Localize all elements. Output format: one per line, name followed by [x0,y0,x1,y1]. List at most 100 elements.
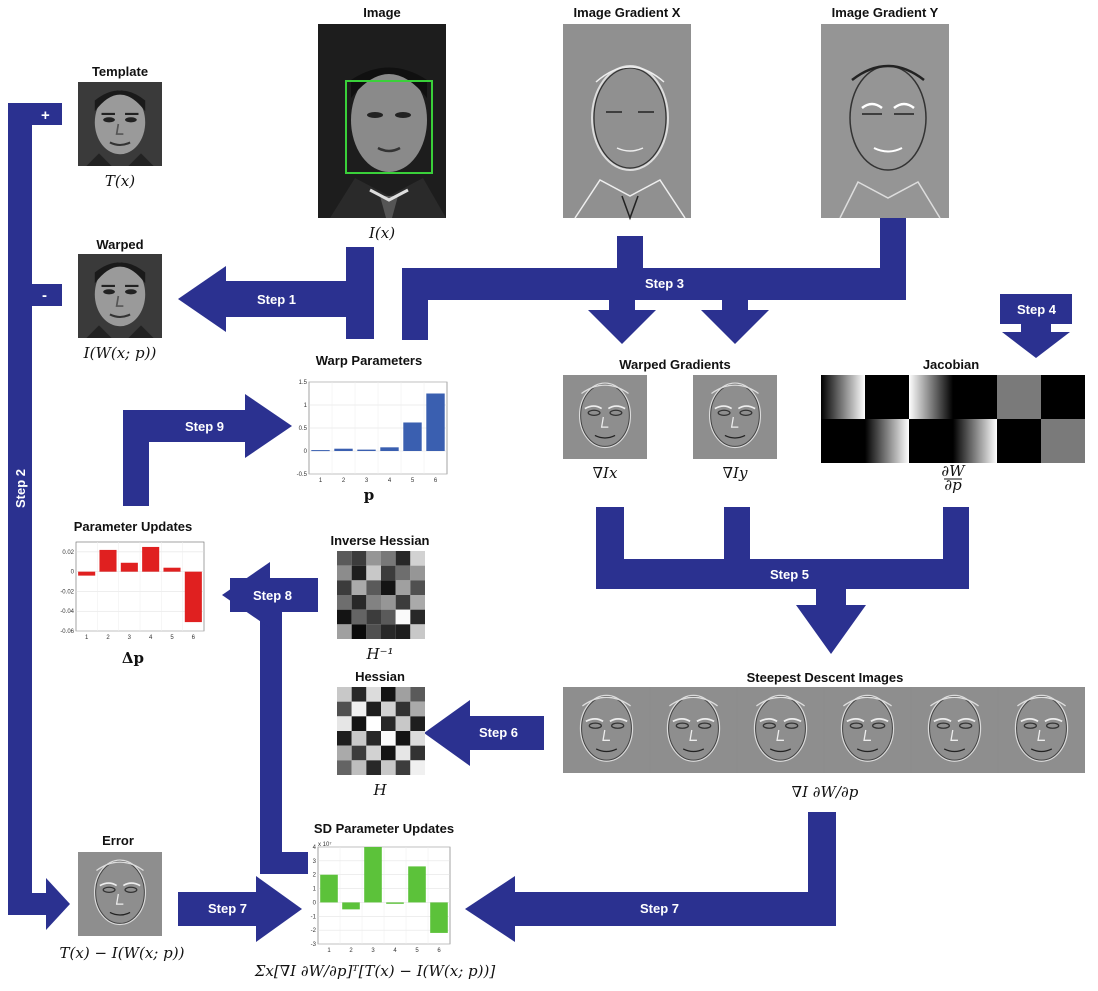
bar [364,847,382,903]
matrix-cell [366,716,381,731]
matrix-cell [395,731,411,746]
sd-param-updates-title: SD Parameter Updates [314,821,454,836]
matrix-cell [337,745,352,761]
matrix-cell [337,551,352,566]
bar [430,902,448,933]
matrix-cell [337,624,352,639]
gradient-y-image [821,24,949,219]
y-tick-label: -2 [311,928,317,934]
warped-gradient-x-formula: ∇Ix [593,464,618,482]
step7-right-arrow [465,812,836,942]
matrix-cell [351,687,367,702]
warp-params-formula: p [364,486,375,504]
x-tick-label: 1 [85,635,89,641]
sd-param-updates-formula: Σx[∇I ∂W/∂p]ᵀ[T(x) − I(W(x; p))] [254,962,496,980]
image-formula: I(x) [368,224,395,242]
grady-title: Image Gradient Y [832,5,939,20]
matrix-cell [410,580,425,595]
gradient-x-image [563,24,691,221]
step7-left-arrow [178,876,302,942]
matrix-cell [381,595,396,610]
warped-image [78,254,162,338]
bar [403,422,422,451]
hessian-title: Hessian [355,669,405,684]
warped-gradient-y-formula: ∇Iy [723,464,748,482]
matrix-cell [337,595,352,610]
param-updates-title: Parameter Updates [74,519,193,534]
matrix-cell [381,745,396,761]
matrix-cell [351,580,367,595]
matrix-cell [395,687,411,702]
matrix-cell [337,687,352,702]
y-tick-label: 4 [313,845,317,851]
matrix-cell [366,731,381,746]
matrix-cell [351,745,367,761]
jacobian-image [821,375,1085,463]
scale-label: x 10⁷ [318,841,332,848]
bar [311,450,330,452]
step9-arrow [123,394,292,506]
x-tick-label: 5 [415,948,419,954]
minus-sign: - [42,287,47,304]
template-title: Template [92,64,148,79]
matrix-cell [337,731,352,746]
x-tick-label: 4 [393,948,397,954]
inverse-hessian-image [337,551,425,639]
matrix-cell [366,701,381,717]
y-tick-label: 0.02 [62,550,74,556]
matrix-cell [351,716,367,731]
step5-label: Step 5 [770,567,809,582]
x-tick-label: 2 [342,478,346,484]
step3-label: Step 3 [645,276,684,291]
matrix-cell [351,609,367,625]
step7-right-label: Step 7 [640,901,679,916]
bar [120,562,138,572]
bar [320,874,338,903]
matrix-cell [410,716,425,731]
sd-images-formula: ∇I ∂W/∂p [792,783,859,801]
warped-gradient-x-image [563,375,647,459]
y-tick-label: 0.5 [299,426,308,432]
matrix-cell [381,731,396,746]
step1-label: Step 1 [257,292,296,307]
template-image [78,82,162,166]
bar [142,546,160,572]
step4-arrow [1000,294,1072,358]
gradx-title: Image Gradient X [574,5,681,20]
steepest-descent-images [563,687,1085,773]
matrix-cell [410,731,425,746]
matrix-cell [351,731,367,746]
matrix-cell [366,609,381,625]
y-tick-label: -0.04 [60,609,74,615]
step6-arrow [424,700,544,766]
x-tick-label: 5 [170,635,174,641]
x-tick-label: 3 [371,948,375,954]
bar [426,393,445,451]
step3-arrow [402,218,906,344]
matrix-cell [337,609,352,625]
matrix-cell [381,701,396,717]
matrix-cell [366,760,381,775]
step8-arrow [222,562,318,874]
input-image [318,24,446,218]
matrix-cell [381,565,396,581]
matrix-cell [366,624,381,639]
matrix-cell [410,551,425,566]
param-updates-formula: Δp [122,649,144,667]
bar [184,571,202,623]
face-bounding-box [345,80,433,174]
x-tick-label: 5 [411,478,415,484]
warp-params-title: Warp Parameters [316,353,422,368]
x-tick-label: 1 [319,478,323,484]
step5-arrow [596,507,969,654]
warped-gradients-title: Warped Gradients [619,357,730,372]
matrix-cell [395,760,411,775]
error-image [78,852,162,936]
bar [342,902,360,910]
bar [386,902,404,904]
matrix-cell [337,760,352,775]
matrix-cell [410,701,425,717]
matrix-cell [381,716,396,731]
